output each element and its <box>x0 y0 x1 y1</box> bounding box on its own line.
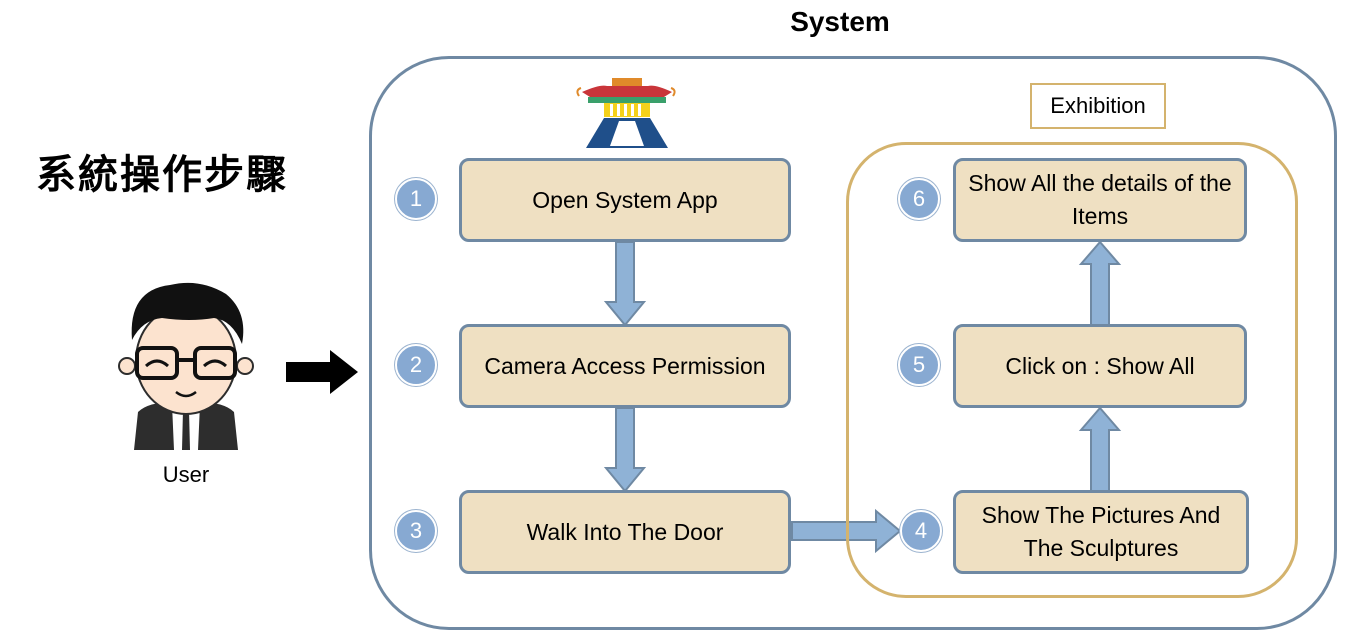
step-6-box: Show All the details of the Items <box>953 158 1247 242</box>
system-container <box>369 56 1337 630</box>
step-4-box: Show The Pictures And The Sculptures <box>953 490 1249 574</box>
flow-arrow-1-2 <box>603 241 647 327</box>
flow-arrow-2-3 <box>603 407 647 493</box>
user-to-system-arrow <box>286 350 358 394</box>
step-6-badge: 6 <box>898 178 940 220</box>
step-2-box: Camera Access Permission <box>459 324 791 408</box>
step-3-badge: 3 <box>395 510 437 552</box>
step-5-badge: 5 <box>898 344 940 386</box>
system-title: System <box>790 6 890 37</box>
user-avatar-icon <box>118 282 254 450</box>
step-1-box: Open System App <box>459 158 791 242</box>
flow-arrow-5-6 <box>1078 240 1122 327</box>
exhibition-label: Exhibition <box>1030 83 1166 129</box>
step-2-badge: 2 <box>395 344 437 386</box>
step-4-badge: 4 <box>900 510 942 552</box>
step-3-box: Walk Into The Door <box>459 490 791 574</box>
page-title: 系統操作步驟 <box>36 152 288 198</box>
temple-logo-icon <box>576 78 676 148</box>
step-5-box: Click on : Show All <box>953 324 1247 408</box>
flow-arrow-4-5 <box>1078 406 1122 493</box>
exhibition-container <box>846 142 1298 598</box>
user-label: User <box>162 462 210 487</box>
step-1-badge: 1 <box>395 178 437 220</box>
